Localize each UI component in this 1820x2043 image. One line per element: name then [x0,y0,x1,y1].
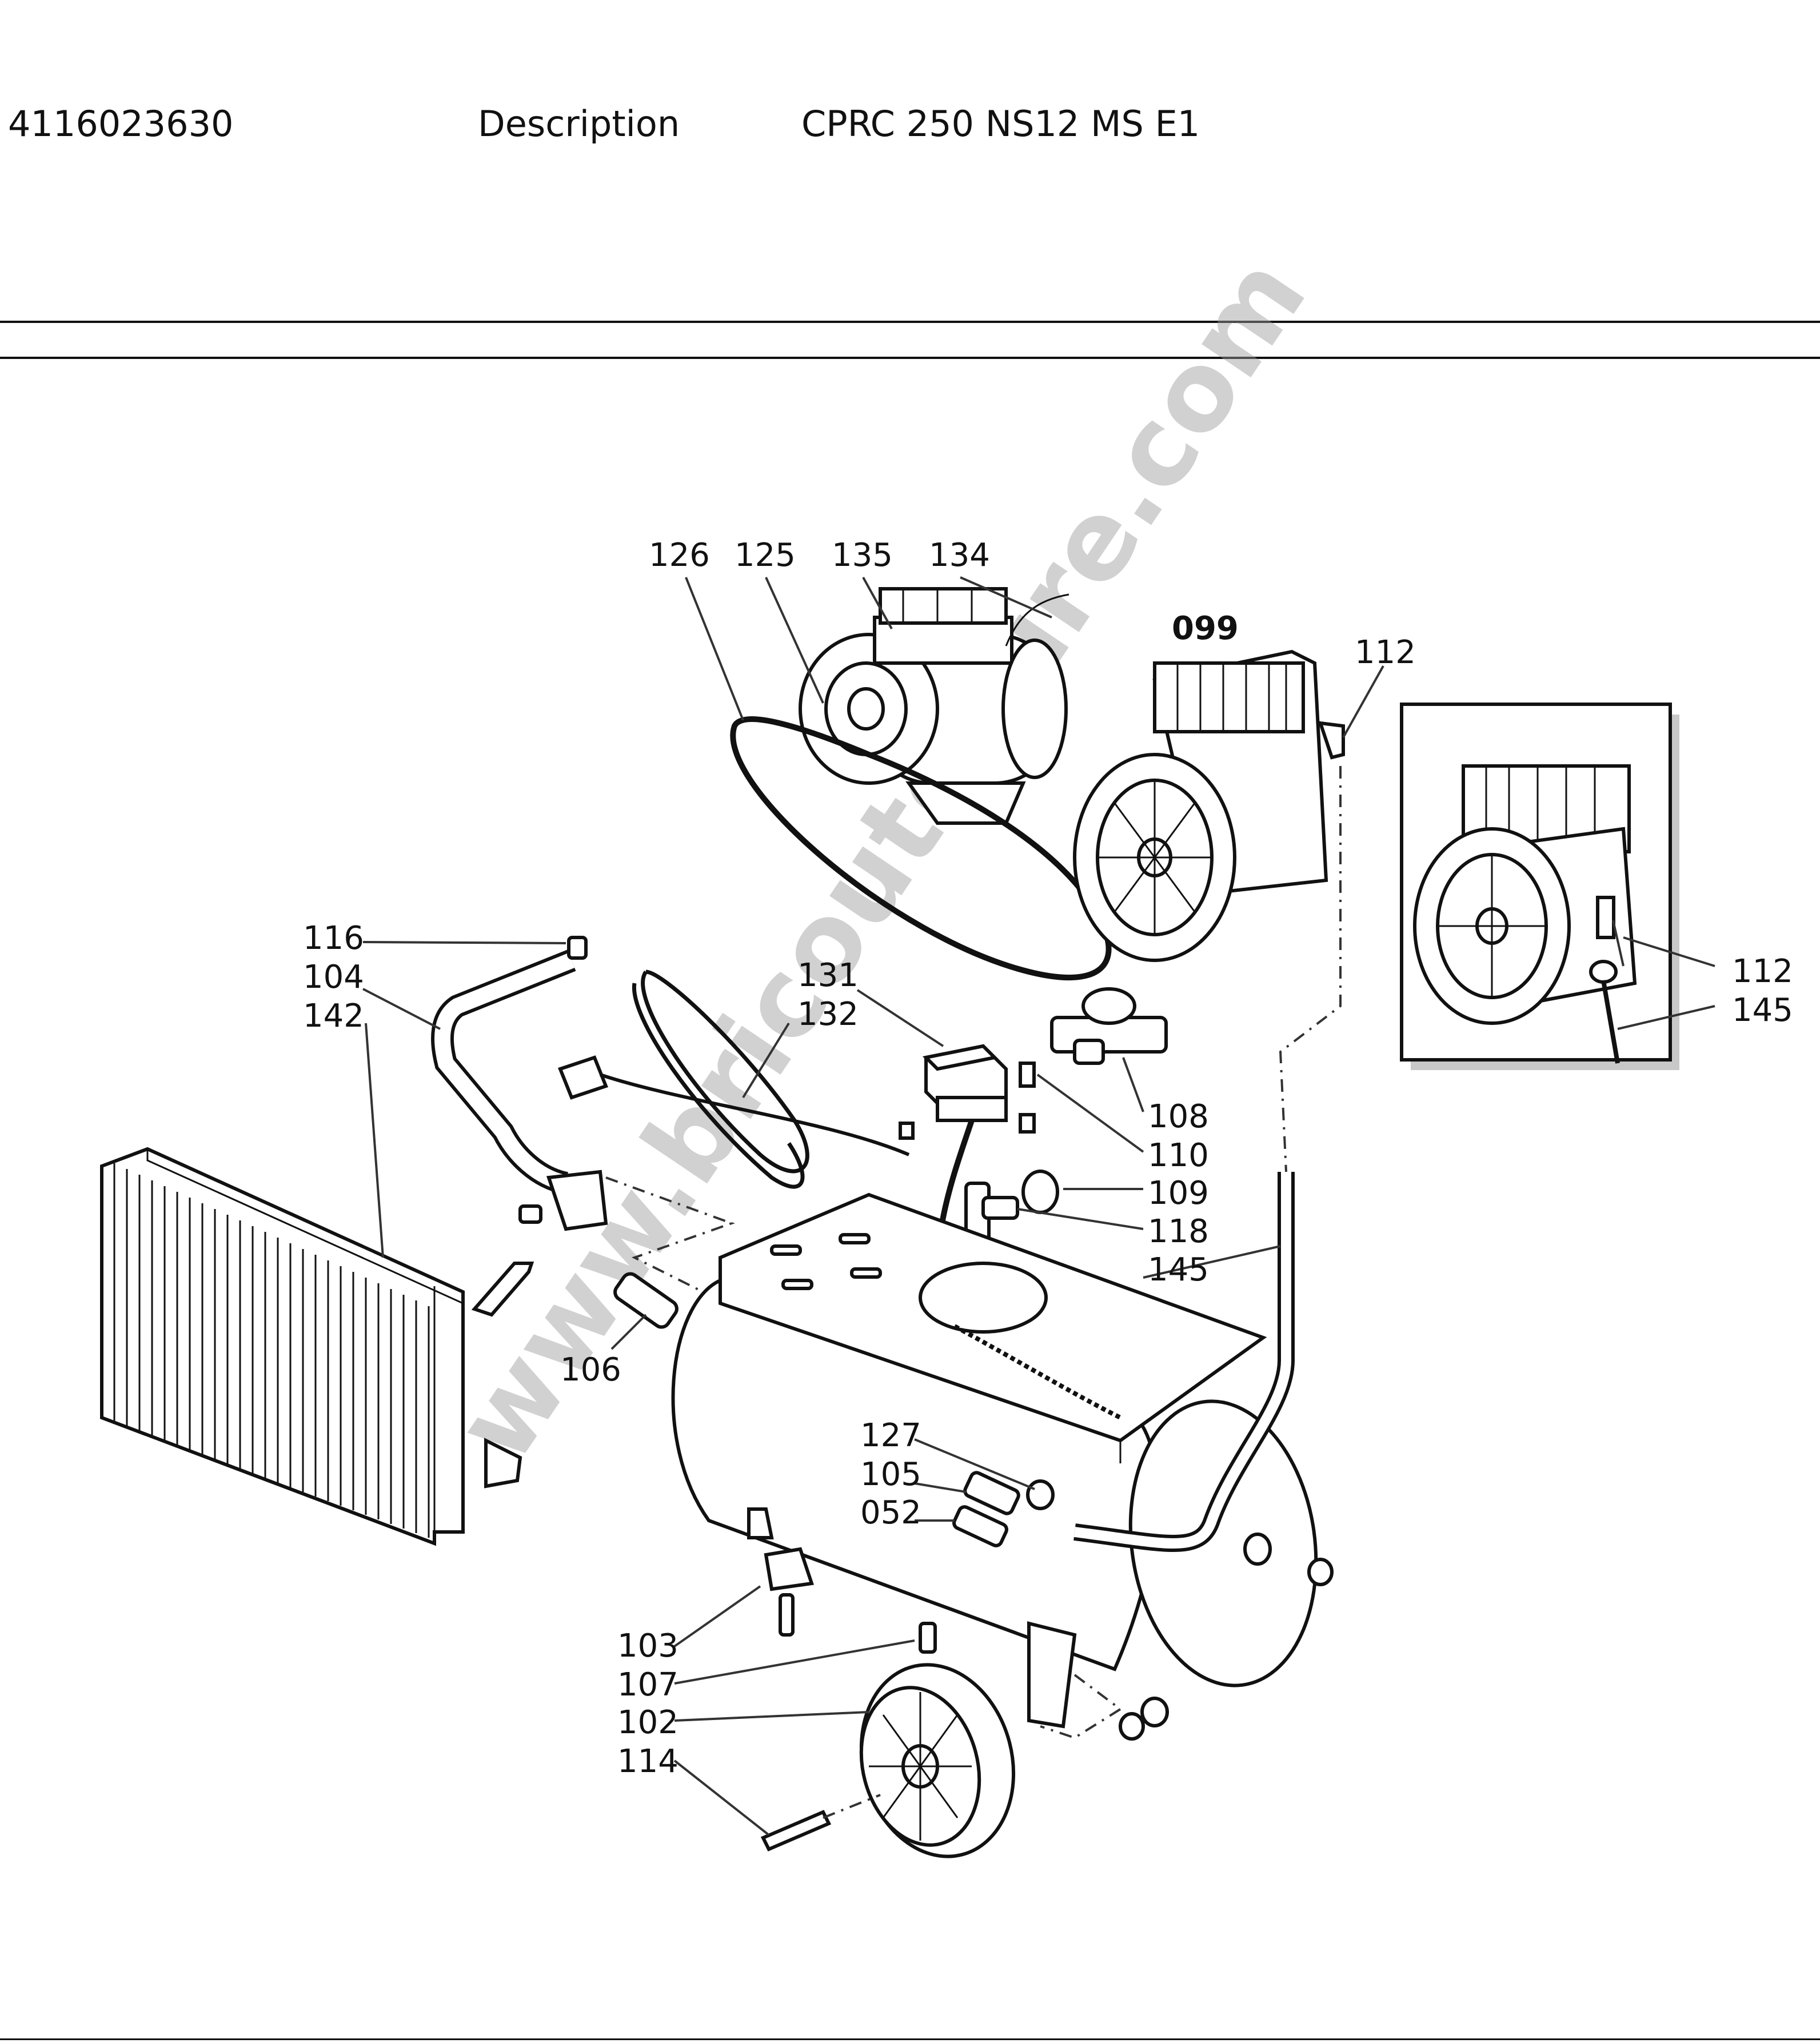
callout-099: 099 [1172,610,1239,647]
assembly-line-pump [1279,766,1342,1172]
check-valve [952,1505,1008,1547]
wheel [859,1663,1016,1858]
foot-screw [779,1593,795,1637]
rubber-foot [764,1547,814,1591]
callout-103: 103 [617,1627,678,1665]
assembly-line-wheel [823,1674,1123,1819]
part-number: 4116023630 [8,103,234,145]
pipe-flange [546,1170,608,1231]
description-label: Description [478,103,680,145]
callout-131: 131 [797,957,859,994]
wheel-washer [1119,1712,1145,1741]
callout-135: 135 [832,537,893,574]
footer-rule [0,2038,1820,2040]
callout-106: 106 [560,1351,621,1388]
wheel-axle-nut [919,1622,937,1654]
callout-102: 102 [617,1704,678,1741]
header-rule-top [0,321,1820,323]
callout-125: 125 [735,537,796,574]
wheel-bolt [760,1810,832,1852]
power-cable [558,969,915,1189]
callout-134: 134 [929,537,990,574]
pressure-gauge [1021,1170,1059,1214]
callout-108: 108 [1148,1098,1209,1135]
callout-127: 127 [860,1417,921,1454]
safety-valve [613,1272,678,1329]
callout-105: 105 [860,1456,921,1493]
callout-114: 114 [617,1743,678,1780]
callout-116: 116 [303,920,364,957]
inset-callout-112: 112 [1732,953,1793,990]
inset-callout-145: 145 [1732,992,1793,1029]
callout-107: 107 [617,1666,678,1703]
guard-bracket-lower [484,1438,522,1489]
callout-104: 104 [303,959,364,996]
nipple-127 [1026,1479,1055,1510]
wheel-nut [1140,1697,1169,1727]
pressure-regulator [1050,987,1168,1065]
guard-bracket-upper [471,1262,534,1317]
belt-guard-grill [113,1163,430,1538]
header-rule-bottom [0,357,1820,359]
model-name: CPRC 250 NS12 MS E1 [801,103,1200,145]
callout-145: 145 [1148,1251,1209,1288]
nut-116 [567,936,588,960]
assembly-line-guard [605,1176,735,1293]
callout-118: 118 [1148,1213,1209,1250]
pump-detail-inset [1400,703,1679,1070]
belt-guard [100,1147,465,1546]
drain-valve [963,1471,1020,1515]
callout-052: 052 [860,1494,921,1531]
callout-132: 132 [797,996,859,1033]
screw-guard [518,1204,542,1224]
callout-109: 109 [1148,1175,1209,1212]
tank-plug [1243,1533,1272,1566]
compressor-pump [1073,649,1345,962]
tank-drain-plug [1307,1558,1334,1586]
leader-lines [362,576,1715,1836]
callout-126: 126 [649,537,710,574]
callout-112: 112 [1355,634,1416,671]
air-tank [671,1192,1318,1729]
pressure-switch [922,1044,1036,1134]
callout-142: 142 [303,997,364,1035]
callout-110: 110 [1148,1137,1209,1174]
